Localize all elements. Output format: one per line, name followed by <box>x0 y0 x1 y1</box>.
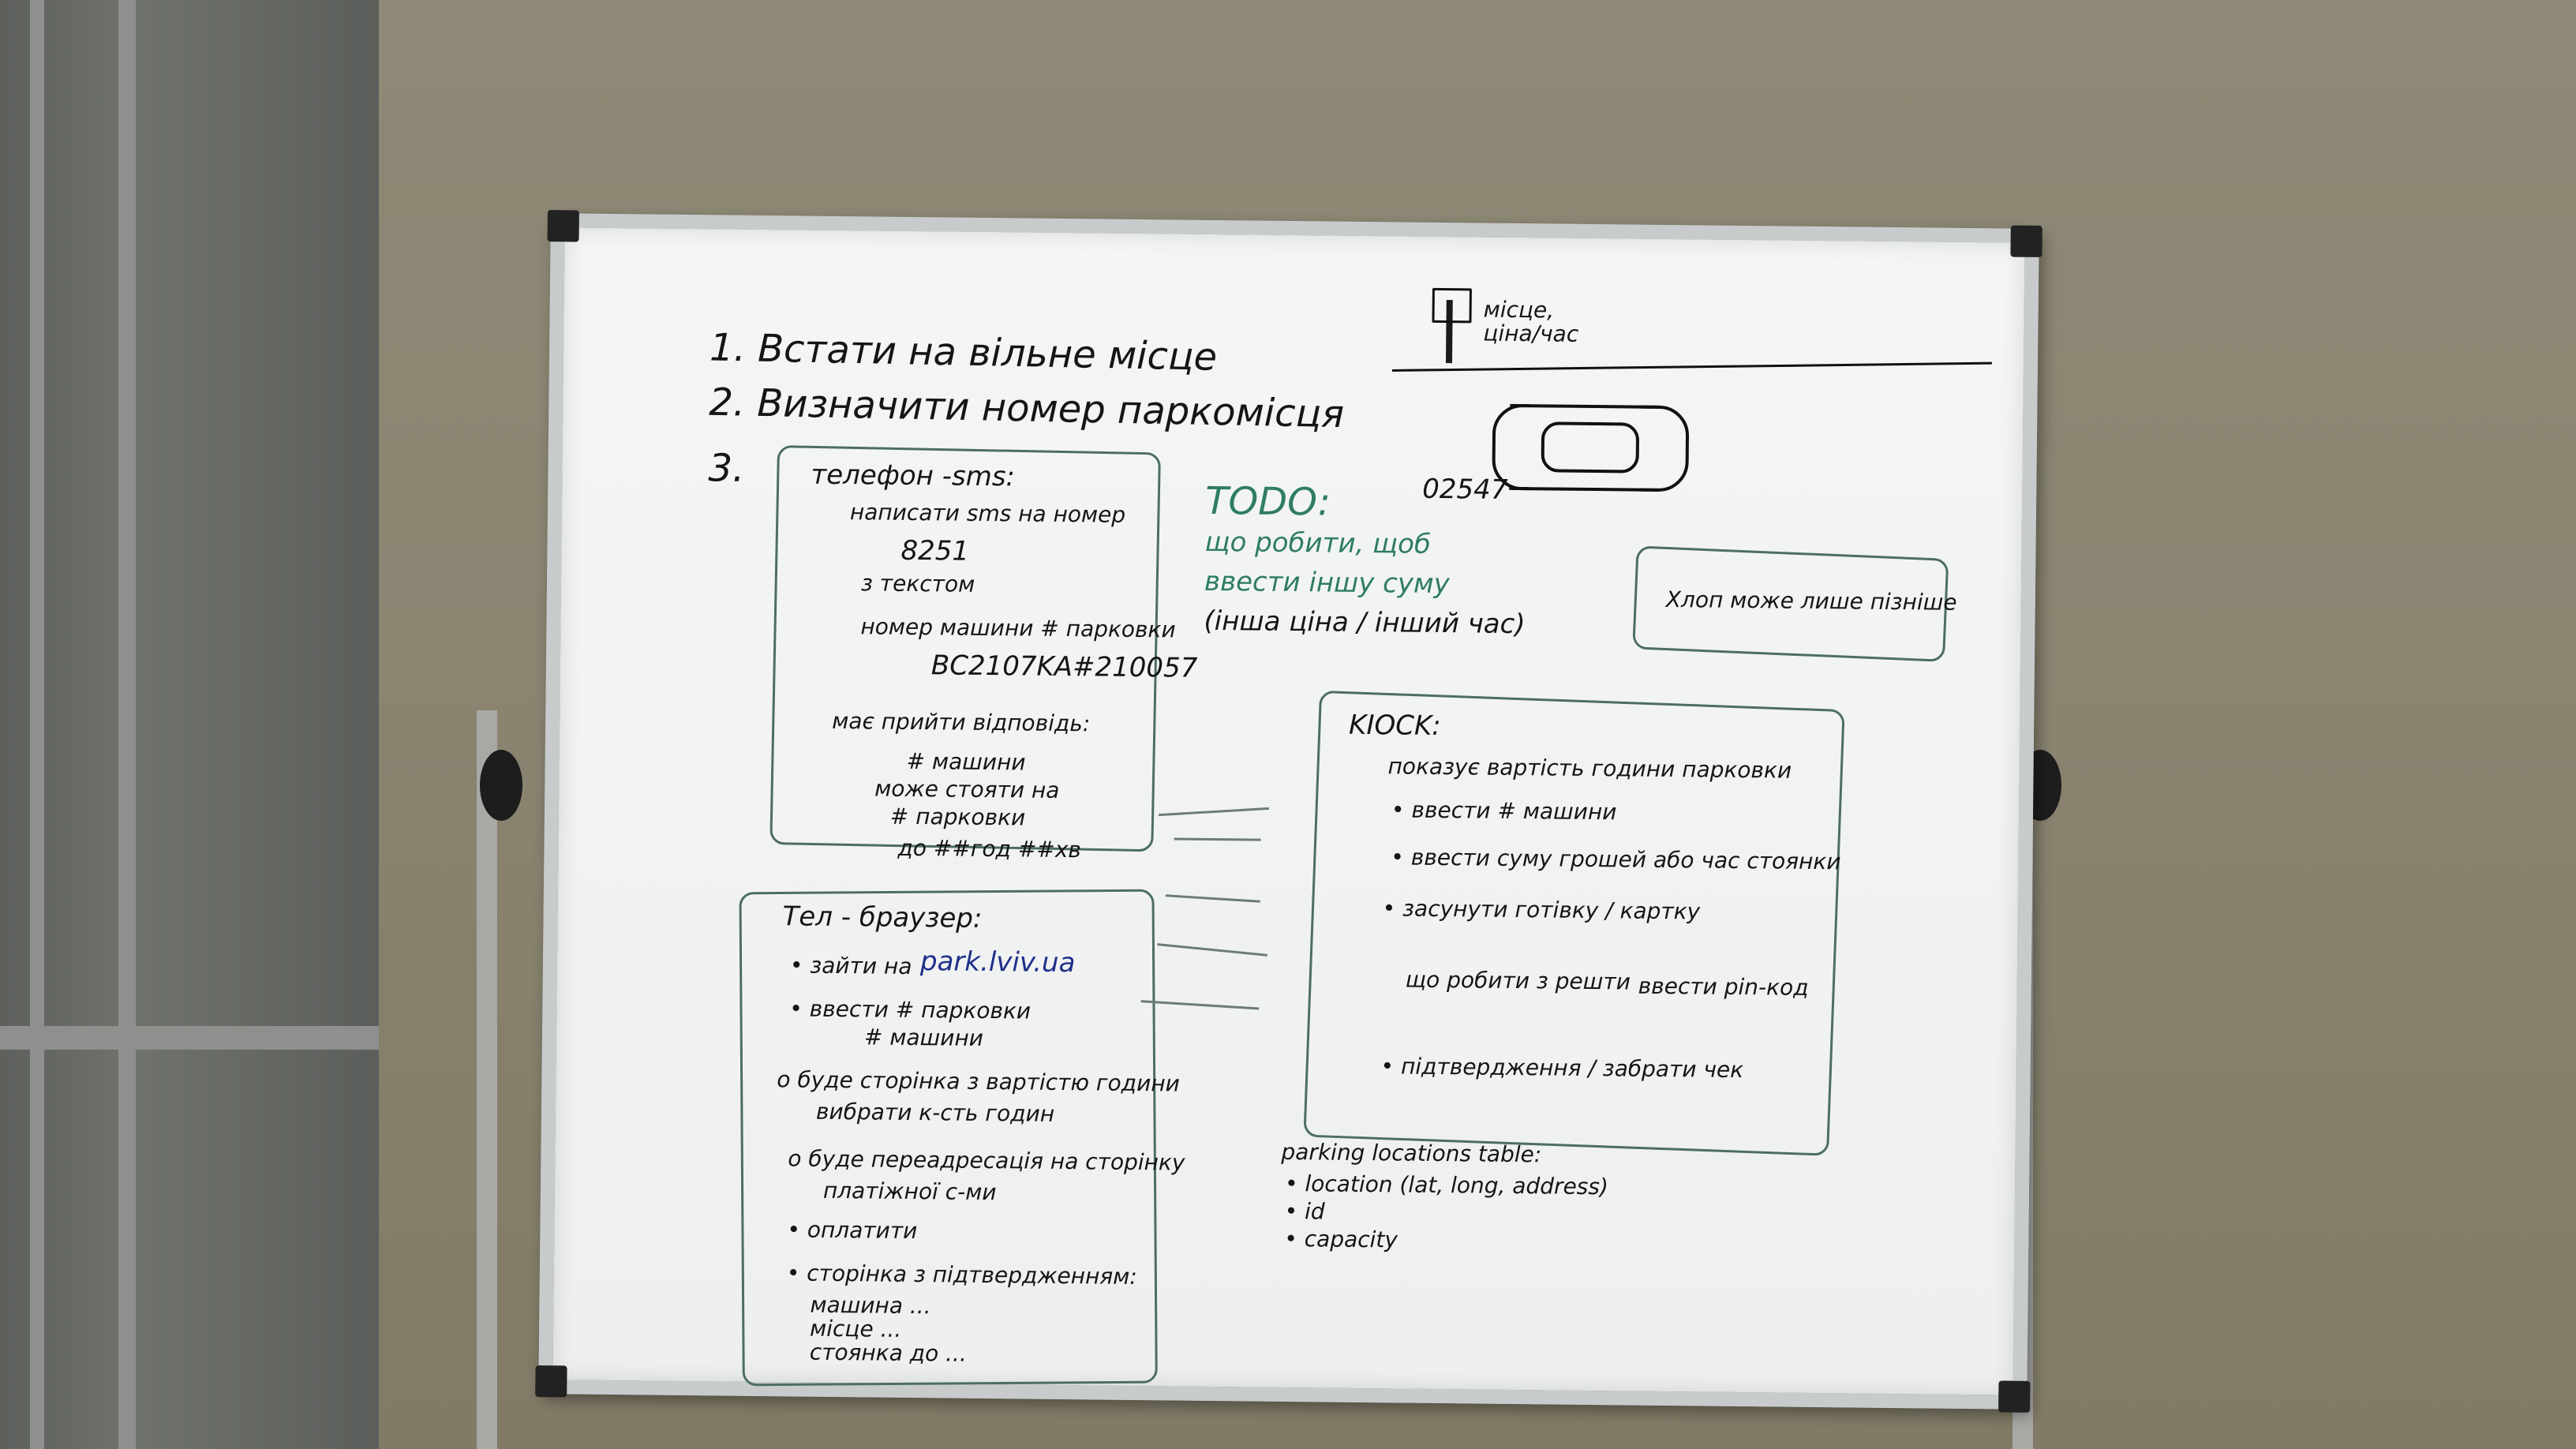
car-drawing <box>1492 403 1690 492</box>
browser-line-1: • зайти на <box>789 952 912 980</box>
kiosk-line-6: ввести pin-код <box>1638 972 1809 1001</box>
parking-table-item-3: • capacity <box>1284 1225 1398 1253</box>
board-corner-top-right <box>2010 225 2042 257</box>
phone-sms-line-5: BC2107KA#210057 <box>930 650 1198 684</box>
kiosk-line-2: • ввести # машини <box>1391 796 1617 826</box>
connector-line-1 <box>1159 807 1269 817</box>
phone-sms-line-7: # машини <box>906 747 1026 776</box>
parking-table-item-1: • location (lat, long, address) <box>1284 1170 1609 1200</box>
kiosk-line-5: що робити з решти <box>1405 966 1631 995</box>
stand-left <box>477 710 497 1449</box>
todo-line-3: (інша ціна / інший час) <box>1204 605 1526 641</box>
car-body <box>1492 404 1690 492</box>
kiosk-line-7: • підтвердження / забрати чек <box>1380 1053 1744 1084</box>
kiosk-line-1: показує вартість години парковки <box>1387 753 1792 784</box>
door-frame-left <box>30 0 44 1449</box>
browser-link[interactable]: park.lviv.ua <box>919 945 1076 979</box>
connector-line-4 <box>1157 943 1267 957</box>
browser-line-10: • сторінка з підтвердженням: <box>786 1260 1137 1290</box>
browser-title: Тел - браузер: <box>782 900 983 934</box>
board-corner-bottom-left <box>535 1365 567 1398</box>
door-frame-crossbar <box>0 1026 379 1050</box>
stand-knob-left <box>480 750 522 821</box>
browser-line-7: o буде переадресація на сторінку <box>788 1145 1185 1176</box>
phone-sms-line-10: до ##год ##хв <box>897 834 1082 863</box>
browser-line-4: # машини <box>863 1024 984 1051</box>
kiosk-line-3: • ввести суму грошей або час стоянки <box>1391 844 1841 875</box>
whiteboard: 1. Встати на вільне місце 2. Визначити н… <box>535 210 2042 1413</box>
browser-line-12: місце ... <box>809 1315 902 1342</box>
phone-sms-line-6: має прийти відповідь: <box>831 707 1091 737</box>
connector-line-3 <box>1165 894 1260 903</box>
parking-spot-number: 02547 <box>1422 473 1508 506</box>
browser-line-6: вибрати к-сть годин <box>815 1098 1055 1127</box>
todo-line-2: ввести іншу суму <box>1204 565 1450 601</box>
connector-line-2 <box>1174 837 1261 841</box>
phone-sms-number: 8251 <box>900 534 970 567</box>
sign-board <box>1432 287 1472 324</box>
phone-sms-line-4: номер машини # парковки <box>860 613 1176 643</box>
board-corner-top-left <box>547 210 579 242</box>
browser-line-3: • ввести # парковки <box>789 995 1032 1024</box>
step-line-1: 1. Встати на вільне місце <box>709 325 1218 380</box>
kiosk-title: KIOCK: <box>1348 709 1441 743</box>
phone-sms-line-8: може стояти на <box>874 775 1060 803</box>
curb-line <box>1391 361 1992 372</box>
kiosk-line-4: • засунути готівку / картку <box>1382 895 1701 925</box>
car-cabin <box>1541 421 1639 474</box>
sign-label-2: ціна/час <box>1483 320 1579 347</box>
parking-table-item-2: • id <box>1284 1197 1325 1225</box>
browser-line-5: o буде сторінка з вартістю години <box>777 1066 1180 1097</box>
phone-sms-line-1: написати sms на номер <box>849 499 1126 528</box>
sign-label-1: місце, <box>1483 296 1555 324</box>
todo-title: TODO: <box>1204 478 1331 525</box>
door-frame-middle <box>118 0 136 1449</box>
connector-line-5 <box>1140 1000 1260 1010</box>
phone-sms-line-3: з текстом <box>860 570 975 597</box>
browser-line-9: • оплатити <box>787 1216 918 1245</box>
parking-table-title: parking locations table: <box>1281 1138 1542 1168</box>
phone-sms-line-9: # парковки <box>889 803 1026 831</box>
browser-line-13: стоянка до ... <box>809 1339 968 1367</box>
browser-line-8: платіжної с-ми <box>822 1177 997 1206</box>
board-corner-bottom-right <box>1998 1380 2031 1413</box>
todo-line-1: що робити, щоб <box>1204 526 1432 560</box>
step-line-3: 3. <box>708 446 745 491</box>
glass-door <box>0 0 379 1449</box>
note-box-text: Хлоп може лише пізніше <box>1665 586 1957 616</box>
step-line-2: 2. Визначити номер паркомісця <box>708 380 1345 437</box>
phone-sms-title: телефон -sms: <box>811 459 1016 493</box>
